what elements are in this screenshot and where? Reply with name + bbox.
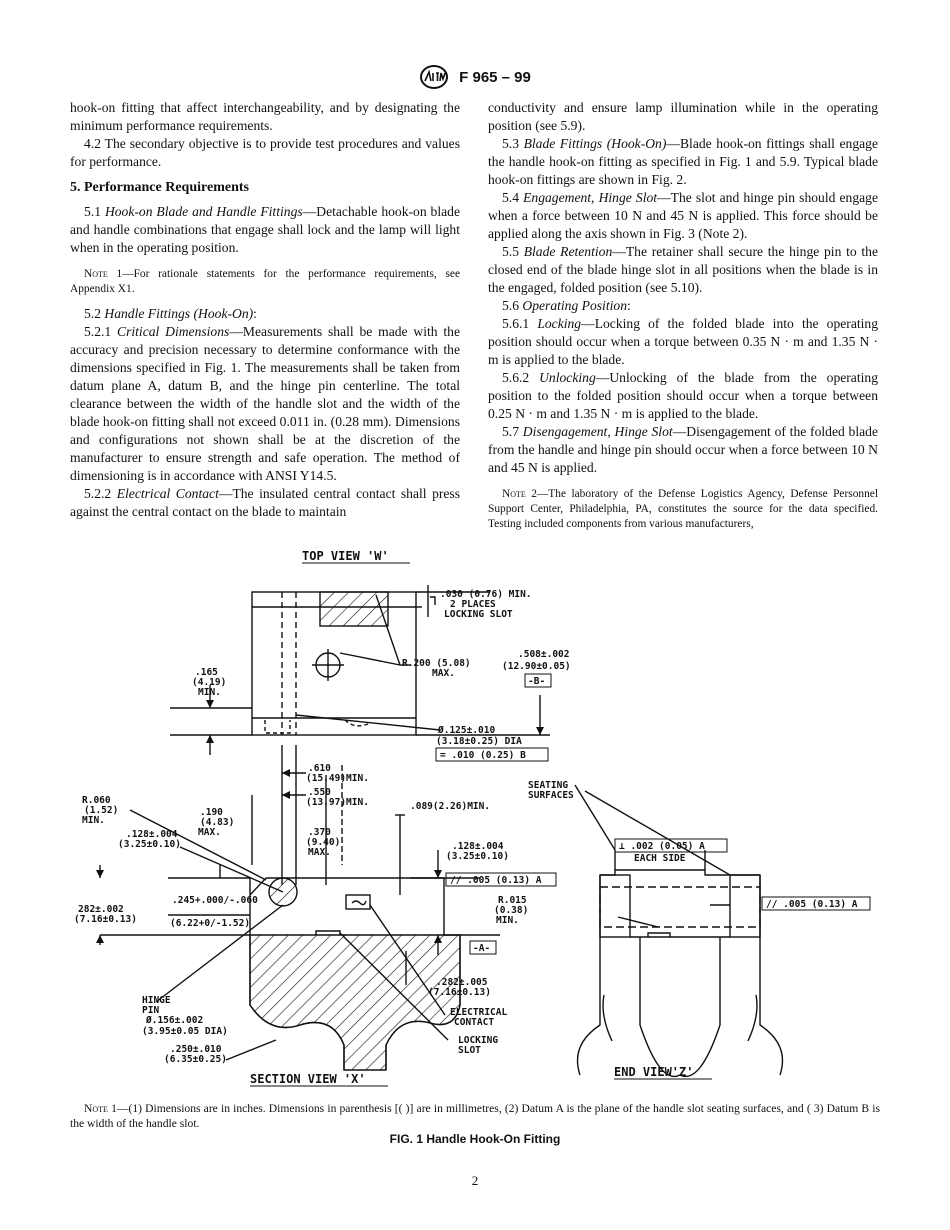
dim-label: MIN. <box>496 915 519 926</box>
paragraph: 5.6.2 Unlocking—Unlocking of the blade f… <box>488 370 878 421</box>
dim-label: .030 (0.76) MIN. <box>440 589 532 600</box>
seating-surfaces-label: SEATING <box>528 780 568 791</box>
right-column: conductivity and ensure lamp illuminatio… <box>488 99 878 540</box>
dim-label: (3.25±0.10) <box>446 851 509 862</box>
paragraph: 5.1 Hook-on Blade and Handle Fittings—De… <box>70 204 460 255</box>
dim-label: (13.97)MIN. <box>306 797 369 808</box>
paragraph: 5.2.2 Electrical Contact—The insulated c… <box>70 486 461 519</box>
paragraph: 5.5 Blade Retention—The retainer shall s… <box>488 244 879 295</box>
dim-label: .610 <box>308 763 331 774</box>
paragraph: 5.6 Operating Position: <box>502 298 631 313</box>
section-view-title: SECTION VIEW 'X' <box>250 1072 366 1086</box>
dim-label: MIN. <box>198 687 221 698</box>
feature-control-frame: = .010 (0.25) B <box>440 750 526 761</box>
dim-label: (9.40) <box>306 837 340 848</box>
note: Note 2—The laboratory of the Defense Log… <box>488 488 878 530</box>
feature-control-frame: // .005 (0.13) A <box>450 875 542 886</box>
left-column: hook-on fitting that affect interchangea… <box>70 99 460 521</box>
note: Note 1—For rationale statements for the … <box>70 268 460 295</box>
technical-drawing: TOP VIEW 'W' .030 (0.76) MIN. 2 PLACES L… <box>74 549 871 1087</box>
paragraph: 5.2.1 Critical Dimensions—Measurements s… <box>70 324 461 483</box>
dim-label: (0.38) <box>494 905 528 916</box>
seating-surfaces-label: SURFACES <box>528 790 574 801</box>
paragraph: 5.4 Engagement, Hinge Slot—The slot and … <box>488 190 879 241</box>
top-view-title: TOP VIEW 'W' <box>302 549 389 563</box>
section-heading: 5. Performance Requirements <box>70 180 249 195</box>
dim-label: .282±.005 <box>436 977 488 988</box>
end-view-title: END VIEW'Z' <box>614 1065 693 1079</box>
dim-label: Ø.156±.002 <box>145 1015 203 1026</box>
dim-label: .089(2.26)MIN. <box>410 801 490 812</box>
dim-label: EACH SIDE <box>634 853 686 864</box>
electrical-contact-label: CONTACT <box>454 1017 494 1028</box>
dim-label: R.200 (5.08) <box>402 658 471 669</box>
dim-label: .370 <box>308 827 331 838</box>
dim-label: MIN. <box>82 815 105 826</box>
figure-note: Note 1—(1) Dimensions are in inches. Dim… <box>70 1102 880 1130</box>
dim-label: (3.25±0.10) <box>118 839 181 850</box>
feature-control-frame: ⊥ .002 (0.05) A <box>619 841 705 852</box>
page-header: F 965 – 99 <box>0 64 950 90</box>
dim-label: (15.49)MIN. <box>306 773 369 784</box>
dim-label: R.015 <box>498 895 527 906</box>
dim-label: 2 PLACES <box>450 599 496 610</box>
dim-label: (7.16±0.13) <box>74 914 137 925</box>
figure-caption: FIG. 1 Handle Hook-On Fitting <box>389 1132 561 1146</box>
datum-b-label: -B- <box>528 676 545 687</box>
dim-label: MAX. <box>308 847 331 858</box>
dim-label: .128±.004 <box>452 841 504 852</box>
dim-label: HINGE <box>142 995 171 1006</box>
dim-label: (3.95±0.05 DIA) <box>142 1026 228 1037</box>
figure-1: TOP VIEW 'W' .030 (0.76) MIN. 2 PLACES L… <box>70 545 890 1095</box>
dim-label: (12.90±0.05) <box>502 661 571 672</box>
paragraph: 5.7 Disengagement, Hinge Slot—Disengagem… <box>488 424 878 475</box>
paragraph: conductivity and ensure lamp illuminatio… <box>488 100 878 133</box>
dim-label: PIN <box>142 1005 159 1016</box>
dim-label: .245+.000/-.060 <box>172 895 258 906</box>
paragraph: hook-on fitting that affect interchangea… <box>70 100 460 133</box>
paragraph: 5.2 Handle Fittings (Hook-On): <box>84 306 257 321</box>
dim-label: R.060 <box>82 795 111 806</box>
dim-label: (7.16±0.13) <box>428 987 491 998</box>
dim-label: .165 <box>195 667 218 678</box>
dim-label: .508±.002 <box>518 649 569 660</box>
locking-slot-label: LOCKING <box>458 1035 498 1046</box>
electrical-contact-label: ELECTRICAL <box>450 1007 507 1018</box>
dim-label: 282±.002 <box>78 904 124 915</box>
dim-label: .250±.010 <box>170 1044 222 1055</box>
dim-label: .128±.004 <box>126 829 178 840</box>
dim-label: MAX. <box>432 668 455 679</box>
astm-logo-icon <box>420 65 449 89</box>
dim-label: MAX. <box>198 827 221 838</box>
dim-label: (4.83) <box>200 817 234 828</box>
paragraph: 5.3 Blade Fittings (Hook-On)—Blade hook-… <box>488 136 879 187</box>
dim-label: Ø.125±.010 <box>437 725 495 736</box>
dim-label: .190 <box>200 807 223 818</box>
dim-label: (3.18±0.25) DIA <box>436 736 522 747</box>
paragraph: 4.2 The secondary objective is to provid… <box>70 136 460 169</box>
document-id: F 965 – 99 <box>459 68 531 86</box>
feature-control-frame: // .005 (0.13) A <box>766 899 858 910</box>
dim-label: LOCKING SLOT <box>444 609 513 620</box>
locking-slot-label: SLOT <box>458 1045 481 1056</box>
dim-label: (6.35±0.25) <box>164 1054 227 1065</box>
dim-label: .550 <box>308 787 331 798</box>
dim-label: (6.22+0/-1.52) <box>170 918 250 929</box>
datum-a-label: -A- <box>473 943 490 954</box>
page-number: 2 <box>471 1173 479 1188</box>
dim-label: (4.19) <box>192 677 226 688</box>
dim-label: (1.52) <box>84 805 118 816</box>
paragraph: 5.6.1 Locking—Locking of the folded blad… <box>488 316 878 367</box>
